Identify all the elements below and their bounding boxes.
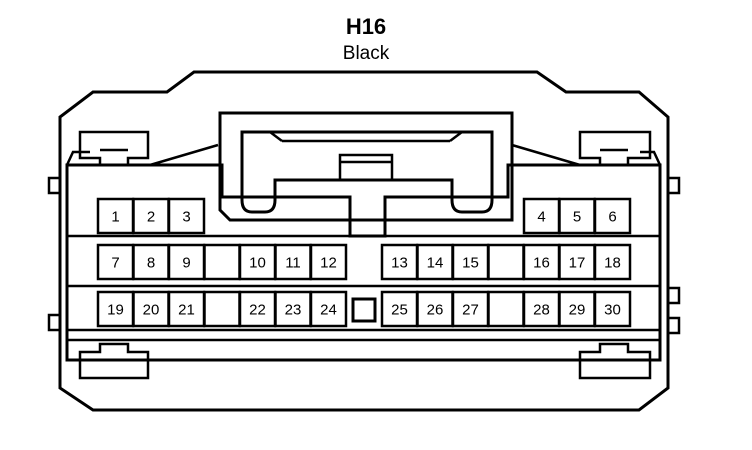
pin-cavity-12 xyxy=(309,243,348,281)
pin-cavity-6 xyxy=(593,197,632,235)
top-left-clip xyxy=(78,130,150,167)
locking-tab-inner xyxy=(240,130,494,214)
pin-label-4: 4 xyxy=(537,209,545,226)
connector-inner-body xyxy=(65,163,662,362)
pin-label-13: 13 xyxy=(391,255,408,272)
pin-label-5: 5 xyxy=(573,209,581,226)
left-shoulder-slope xyxy=(149,143,219,167)
pin-label-2: 2 xyxy=(147,209,155,226)
right-side-nub-top xyxy=(666,176,681,195)
pin-label-9: 9 xyxy=(182,255,190,272)
pin-label-21: 21 xyxy=(178,302,195,319)
pin-label-15: 15 xyxy=(462,255,479,272)
left-shoulder xyxy=(65,150,90,166)
top-right-clip xyxy=(578,130,652,167)
pin-label-3: 3 xyxy=(182,209,190,226)
right-shoulder xyxy=(640,150,662,166)
blank-cavity xyxy=(487,290,525,328)
locking-tab-notch xyxy=(338,153,394,180)
pin-label-30: 30 xyxy=(604,302,621,319)
right-side-nub-bottom xyxy=(666,316,681,335)
bottom-left-clip xyxy=(78,342,150,380)
pin-label-11: 11 xyxy=(285,255,301,272)
pin-label-10: 10 xyxy=(249,255,266,272)
pin-label-22: 22 xyxy=(249,302,266,319)
pin-cavity-3 xyxy=(167,197,206,235)
left-side-nub-bottom xyxy=(47,313,62,332)
blank-cavity xyxy=(203,290,241,328)
connector-color-label: Black xyxy=(342,43,390,64)
pin-label-20: 20 xyxy=(143,302,160,319)
connector-id-label: H16 xyxy=(345,14,387,39)
locking-tab-frame xyxy=(218,111,514,222)
bottom-right-clip xyxy=(578,342,652,380)
pin-label-6: 6 xyxy=(608,209,616,226)
pin-label-29: 29 xyxy=(569,302,586,319)
pin-label-8: 8 xyxy=(147,255,155,272)
pin-cavity-24 xyxy=(309,290,348,328)
left-side-nub-top xyxy=(47,176,62,195)
pin-label-26: 26 xyxy=(427,302,444,319)
pin-label-24: 24 xyxy=(320,302,337,319)
keying-post xyxy=(351,297,377,323)
right-side-nub-mid xyxy=(666,286,681,305)
pin-label-7: 7 xyxy=(111,255,119,272)
pin-cavity-18 xyxy=(593,243,632,281)
pin-cavity-30 xyxy=(593,290,632,328)
pin-label-27: 27 xyxy=(462,302,479,319)
locking-tab-ramp-right xyxy=(449,131,463,142)
pin-label-16: 16 xyxy=(533,255,550,272)
pin-label-12: 12 xyxy=(320,255,337,272)
pin-label-19: 19 xyxy=(107,302,124,319)
connector-housing-outline xyxy=(58,70,670,412)
pin-label-14: 14 xyxy=(427,255,444,272)
pin-label-1: 1 xyxy=(111,209,119,226)
blank-cavity xyxy=(487,243,525,281)
locking-tab-ramp xyxy=(269,131,283,142)
pin-label-18: 18 xyxy=(604,255,621,272)
pin-label-28: 28 xyxy=(533,302,550,319)
right-shoulder-slope xyxy=(511,143,581,167)
pin-label-25: 25 xyxy=(391,302,408,319)
pin-label-17: 17 xyxy=(569,255,586,272)
pin-label-23: 23 xyxy=(285,302,302,319)
blank-cavity xyxy=(203,243,241,281)
